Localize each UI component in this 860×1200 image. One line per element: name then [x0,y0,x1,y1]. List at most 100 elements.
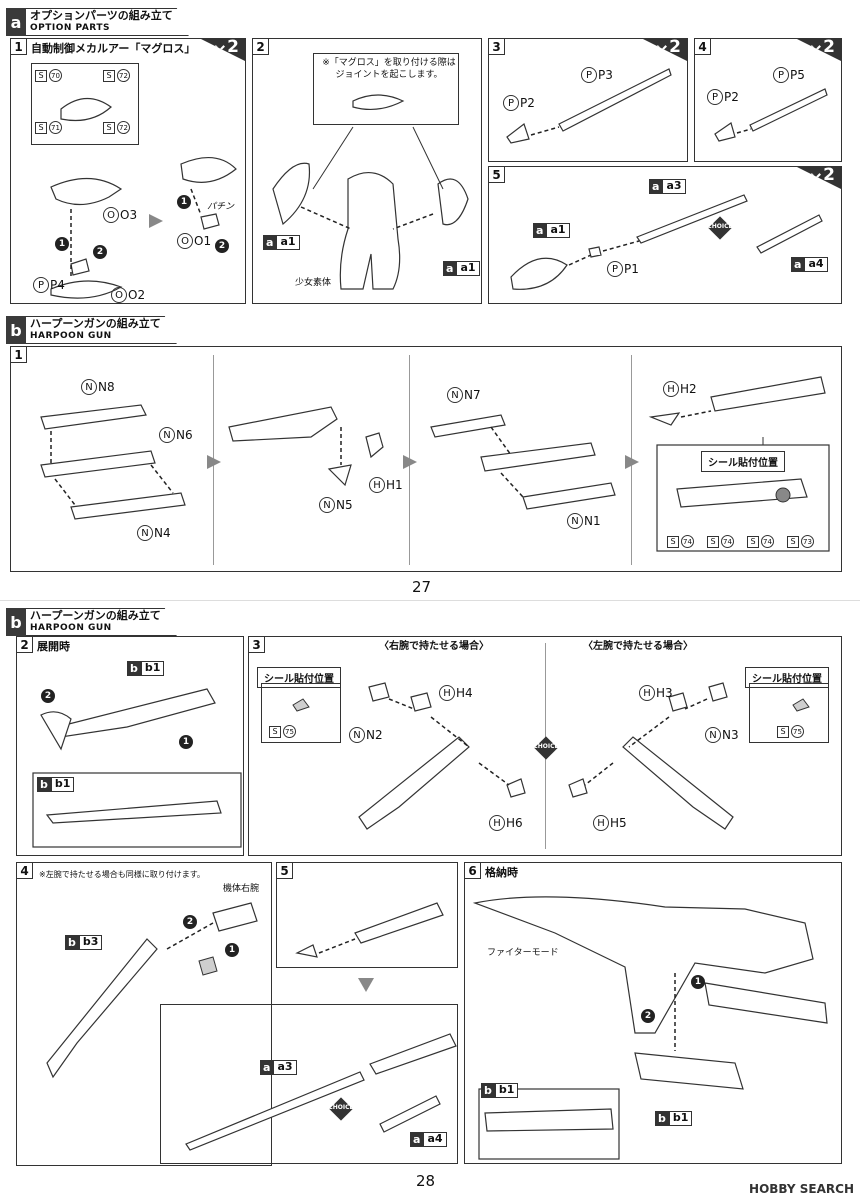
sticker-inset [31,63,139,145]
caption-text: 少女素体 [295,278,332,288]
multiplier-value: 2 [669,37,681,57]
section-b-header-2: b ハープーンガンの組み立て HARPOON GUN [6,608,177,636]
arm-attach-drawing [46,902,258,1079]
sticker-inset [749,683,829,743]
note-box [313,53,459,125]
step-num: 2 [253,39,269,55]
step-order-2: 2 [183,915,197,929]
step5-continuation-box [160,1004,458,1164]
harpoon-drawing [295,902,444,958]
note-text: ※左腕で持たせる場合も同様に取り付けます。 [39,870,205,879]
note-text: ※「マグロス」を取り付ける際は ジョイントを起こします。 [322,58,456,80]
step-title: 格納時 [485,866,518,879]
step-b3-panel: 3 〈右腕で持たせる場合〉 〈左腕で持たせる場合〉 シール貼付位置 シール貼付位… [248,636,842,856]
step-order-1: 1 [177,195,191,209]
step-b5-panel: 5 [276,862,458,968]
page-number: 27 [412,578,432,596]
step-num: 4 [695,39,711,55]
section-b-title: ハープーンガンの組み立て HARPOON GUN [26,608,177,636]
step-num: 4 [17,863,33,879]
step-num: 2 [17,637,33,653]
section-a-title: オプションパーツの組み立て OPTION PARTS [26,8,189,36]
lure-drawing [510,194,823,290]
section-b-en: HARPOON GUN [30,331,112,341]
step-num: 3 [249,637,265,653]
step-num: 1 [11,39,27,55]
sticker-position-label: シール貼付位置 [745,667,829,688]
page-separator [0,600,860,601]
multiplier-value: 2 [823,37,835,57]
page-number: 28 [416,1172,436,1190]
arm-label: 機体右腕 [223,884,260,894]
fighter-caption: ファイターモード [487,948,559,958]
section-b-jp: ハープーンガンの組み立て [30,609,161,622]
section-b-jp: ハープーンガンの組み立て [30,317,161,330]
section-b-en: HARPOON GUN [30,623,112,633]
step-order-2: 2 [41,689,55,703]
step-order-2: 2 [93,245,107,259]
step-order-2: 2 [215,239,229,253]
choice-badge: CHOICE [703,216,737,240]
down-arrow [358,978,374,992]
left-arm-title: 〈左腕で持たせる場合〉 [583,641,693,652]
arm-mount-drawing [292,682,810,830]
choice-badge: CHOICE [529,736,563,760]
body-drawing [272,94,469,290]
section-a-letter: a [6,8,26,36]
step-order-2: 2 [641,1009,655,1023]
section-a-header: a オプションパーツの組み立て OPTION PARTS [6,8,189,36]
multiplier-value: 2 [227,37,239,57]
step-title: 自動制御メカルアー「マグロス」 [31,42,196,55]
step-num: 6 [465,863,481,879]
section-a-jp: オプションパーツの組み立て [30,9,173,22]
section-b-letter: b [6,608,26,636]
step-order-1: 1 [225,943,239,957]
step-num: 1 [11,347,27,363]
sticker-position-label: シール貼付位置 [701,451,785,472]
watermark: HOBBY SEARCH [749,1182,854,1196]
step-order-1: 1 [55,237,69,251]
fish-drawing [50,97,237,299]
